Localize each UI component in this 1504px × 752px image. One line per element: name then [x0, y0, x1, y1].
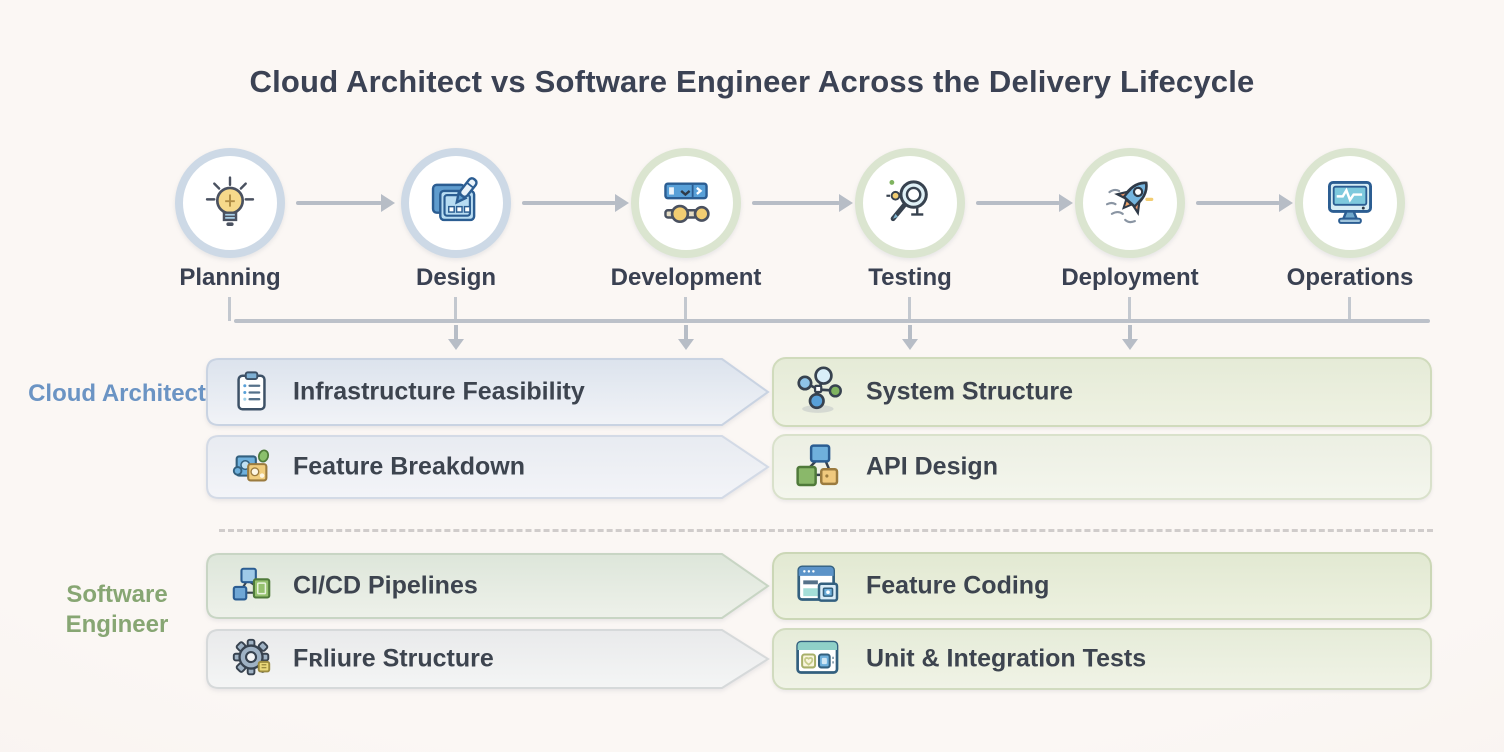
phase-circle [631, 148, 741, 258]
cell-label: Unit & Integration Tests [866, 644, 1147, 673]
magnifier-icon [886, 180, 928, 222]
arrow-head-icon [448, 339, 464, 350]
phase-circle [175, 148, 285, 258]
network-nodes-icon [792, 365, 846, 419]
phase-circle [855, 148, 965, 258]
flow-arrow [522, 194, 629, 212]
cell-api-design: API Design [772, 434, 1432, 500]
cell-feature-coding: Feature Coding [772, 552, 1432, 620]
phase-circle [1075, 148, 1185, 258]
flow-arrow [976, 194, 1073, 212]
flow-arrow [752, 194, 853, 212]
cell-label: Fʀliure Structure [293, 644, 494, 673]
phase-label: Design [415, 264, 497, 291]
phase-circle [401, 148, 511, 258]
lane-label-software-engineer: Software Engineer [65, 581, 169, 638]
bracket-stub [1348, 297, 1351, 321]
phase-circle [1295, 148, 1405, 258]
design-canvas-icon [431, 177, 478, 222]
page-title: Cloud Architect vs Software Engineer Acr… [249, 64, 1255, 99]
pipeline-icon [664, 182, 710, 224]
phase-label: Planning [179, 264, 281, 291]
arrow-head-icon [902, 339, 918, 350]
phase-operations: Operations [1287, 148, 1413, 291]
arrow-head-icon [839, 194, 853, 212]
bracket-stub [684, 297, 687, 321]
cell-cicd-pipelines: CI/CD Pipelines [205, 552, 770, 620]
cell-label: Feature Breakdown [293, 452, 526, 481]
connected-blocks-icon [792, 440, 846, 494]
arrow-head-icon [678, 339, 694, 350]
bracket-line [234, 319, 1430, 323]
phase-deployment: Deployment [1061, 148, 1199, 291]
phase-testing: Testing [854, 148, 966, 291]
arrow-head-icon [381, 194, 395, 212]
flow-arrow [1196, 194, 1293, 212]
lightbulb-icon [205, 176, 255, 226]
bracket-stub [1128, 297, 1131, 321]
cell-label: Feature Coding [866, 571, 1050, 600]
down-arrow [448, 325, 464, 350]
phase-label: Deployment [1061, 264, 1199, 291]
gear-icon [229, 636, 275, 682]
arrow-head-icon [1122, 339, 1138, 350]
phase-label: Development [610, 264, 762, 291]
arrow-head-icon [1279, 194, 1293, 212]
cell-label: System Structure [866, 377, 1074, 406]
chevron-pill-shape [206, 629, 770, 689]
puzzle-pieces-icon [229, 444, 275, 490]
cell-frliure-structure: Fʀliure Structure [205, 628, 770, 690]
cell-infrastructure-feasibility: Infrastructure Feasibility [205, 357, 770, 427]
cell-system-structure: System Structure [772, 357, 1432, 427]
phase-development: Development [611, 148, 761, 291]
rocket-icon [1105, 181, 1154, 224]
bracket-stub [454, 297, 457, 321]
pipeline-blocks-icon [229, 563, 275, 609]
bracket-stub [908, 297, 911, 321]
down-arrow [902, 325, 918, 350]
phase-design: Design [400, 148, 512, 291]
bracket-stub [228, 297, 231, 321]
clipboard-checklist-icon [229, 369, 275, 415]
arrow-head-icon [615, 194, 629, 212]
phase-label: Testing [868, 264, 952, 291]
down-arrow [678, 325, 694, 350]
cell-unit-integration-tests: Unit & Integration Tests [772, 628, 1432, 690]
flow-arrow [296, 194, 395, 212]
down-arrow [1122, 325, 1138, 350]
cell-feature-breakdown: Feature Breakdown [205, 434, 770, 500]
arrow-head-icon [1059, 194, 1073, 212]
chevron-pill-shape [206, 435, 770, 499]
chevron-pill-shape [206, 358, 770, 426]
cell-label: API Design [866, 452, 998, 481]
test-checklist-card-icon [792, 632, 846, 686]
phase-planning: Planning [174, 148, 286, 291]
phase-label: Operations [1286, 264, 1414, 291]
chevron-pill-shape [206, 553, 770, 619]
cell-label: CI/CD Pipelines [293, 571, 478, 600]
lane-divider [219, 529, 1433, 532]
cell-label: Infrastructure Feasibility [293, 377, 585, 406]
lane-label-cloud-architect: Cloud Architect [28, 380, 206, 407]
monitor-icon [1328, 181, 1372, 224]
browser-window-icon [792, 559, 846, 613]
